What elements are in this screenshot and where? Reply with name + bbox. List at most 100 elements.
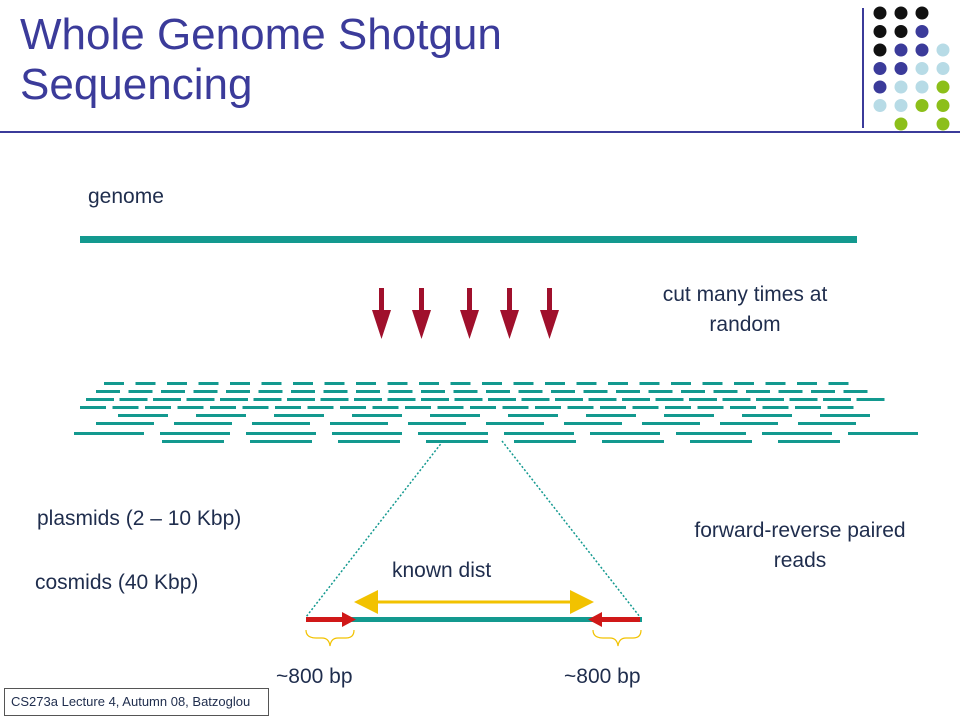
- known-dist-label: known dist: [392, 559, 492, 582]
- fragment: [622, 398, 650, 401]
- fragment: [193, 390, 218, 393]
- decor-dot: [936, 43, 950, 57]
- fragment: [253, 398, 282, 401]
- cut-label: cut many times at random: [600, 280, 890, 340]
- zoom-line-left: [305, 440, 444, 618]
- decor-dot: [936, 117, 950, 131]
- fragment: [555, 398, 583, 401]
- fragment: [210, 406, 236, 409]
- fragment: [470, 406, 496, 409]
- fragment: [488, 398, 516, 401]
- fragment: [174, 422, 232, 425]
- forward-read: [306, 612, 356, 627]
- fragment: [590, 432, 660, 435]
- fragment: [720, 422, 778, 425]
- fragment: [811, 390, 835, 393]
- decor-dot: [873, 62, 887, 75]
- decor-dot: [894, 80, 908, 94]
- fragment: [848, 432, 918, 435]
- fragment: [518, 390, 543, 393]
- fragment: [482, 382, 502, 385]
- decor-dot: [873, 25, 887, 38]
- decor-dot: [915, 62, 929, 75]
- fragment: [186, 398, 215, 401]
- fragment: [639, 382, 660, 385]
- decor-dot: [915, 80, 929, 94]
- fragment: [690, 440, 752, 443]
- fragment: [856, 398, 885, 401]
- fragment: [324, 382, 345, 385]
- decor-dot: [894, 25, 908, 38]
- fragment: [820, 414, 870, 417]
- fragment: [307, 406, 334, 409]
- fragment: [167, 382, 187, 385]
- decor-dot: [936, 62, 950, 75]
- fragment: [372, 406, 399, 409]
- fragment: [80, 406, 106, 409]
- fragment: [119, 398, 148, 401]
- fragment: [153, 398, 181, 401]
- fragment: [514, 440, 576, 443]
- fragment: [145, 406, 171, 409]
- fragment: [756, 398, 784, 401]
- title-underline: [0, 131, 960, 133]
- fragment: [713, 390, 738, 393]
- right-read-brace: [592, 629, 642, 647]
- fragment: [246, 432, 316, 435]
- fragment: [665, 406, 691, 409]
- cut-arrow: [500, 288, 519, 339]
- left-bp-label: ~800 bp: [276, 665, 353, 688]
- fragment: [356, 382, 376, 385]
- reverse-read: [588, 612, 640, 627]
- fragment: [340, 406, 366, 409]
- decor-dot: [894, 117, 908, 131]
- fragment: [632, 406, 659, 409]
- fragment: [86, 398, 114, 401]
- fragment: [608, 382, 628, 385]
- fragment: [177, 406, 204, 409]
- fragment: [502, 406, 529, 409]
- fragment: [746, 390, 770, 393]
- fragment: [602, 440, 664, 443]
- decor-dot: [936, 80, 950, 94]
- fragment: [128, 390, 153, 393]
- fragment: [96, 422, 154, 425]
- fragment: [702, 382, 723, 385]
- fragment: [198, 382, 219, 385]
- genome-label: genome: [88, 185, 164, 208]
- decor-dot: [894, 6, 908, 20]
- fragment: [642, 422, 700, 425]
- fragment: [291, 390, 315, 393]
- fragment: [508, 414, 558, 417]
- decor-dot: [915, 99, 929, 112]
- fragment: [664, 414, 714, 417]
- fragment: [588, 398, 617, 401]
- left-read-brace: [305, 629, 355, 647]
- fragment: [545, 382, 565, 385]
- decor-dot: [873, 6, 887, 20]
- fragment: [798, 422, 856, 425]
- fragment: [655, 398, 684, 401]
- decor-dot: [873, 80, 887, 94]
- title-line-1: Whole Genome Shotgun: [20, 10, 502, 59]
- fragment: [352, 414, 402, 417]
- fragment: [338, 440, 400, 443]
- fragment: [778, 440, 840, 443]
- fragment: [274, 414, 324, 417]
- fragment: [453, 390, 478, 393]
- decor-dot: [894, 43, 908, 57]
- fragment: [676, 432, 746, 435]
- cosmids-label: cosmids (40 Kbp): [35, 571, 199, 594]
- fragment: [261, 382, 282, 385]
- cut-arrow: [540, 288, 559, 339]
- fragment: [797, 382, 817, 385]
- fragment: [722, 398, 751, 401]
- fragment: [387, 382, 408, 385]
- fragment: [586, 414, 636, 417]
- cut-arrow: [372, 288, 391, 339]
- fragment: [320, 398, 349, 401]
- fragment: [74, 432, 144, 435]
- fragment: [454, 398, 483, 401]
- decor-dot: [894, 62, 908, 75]
- fragment: [250, 440, 312, 443]
